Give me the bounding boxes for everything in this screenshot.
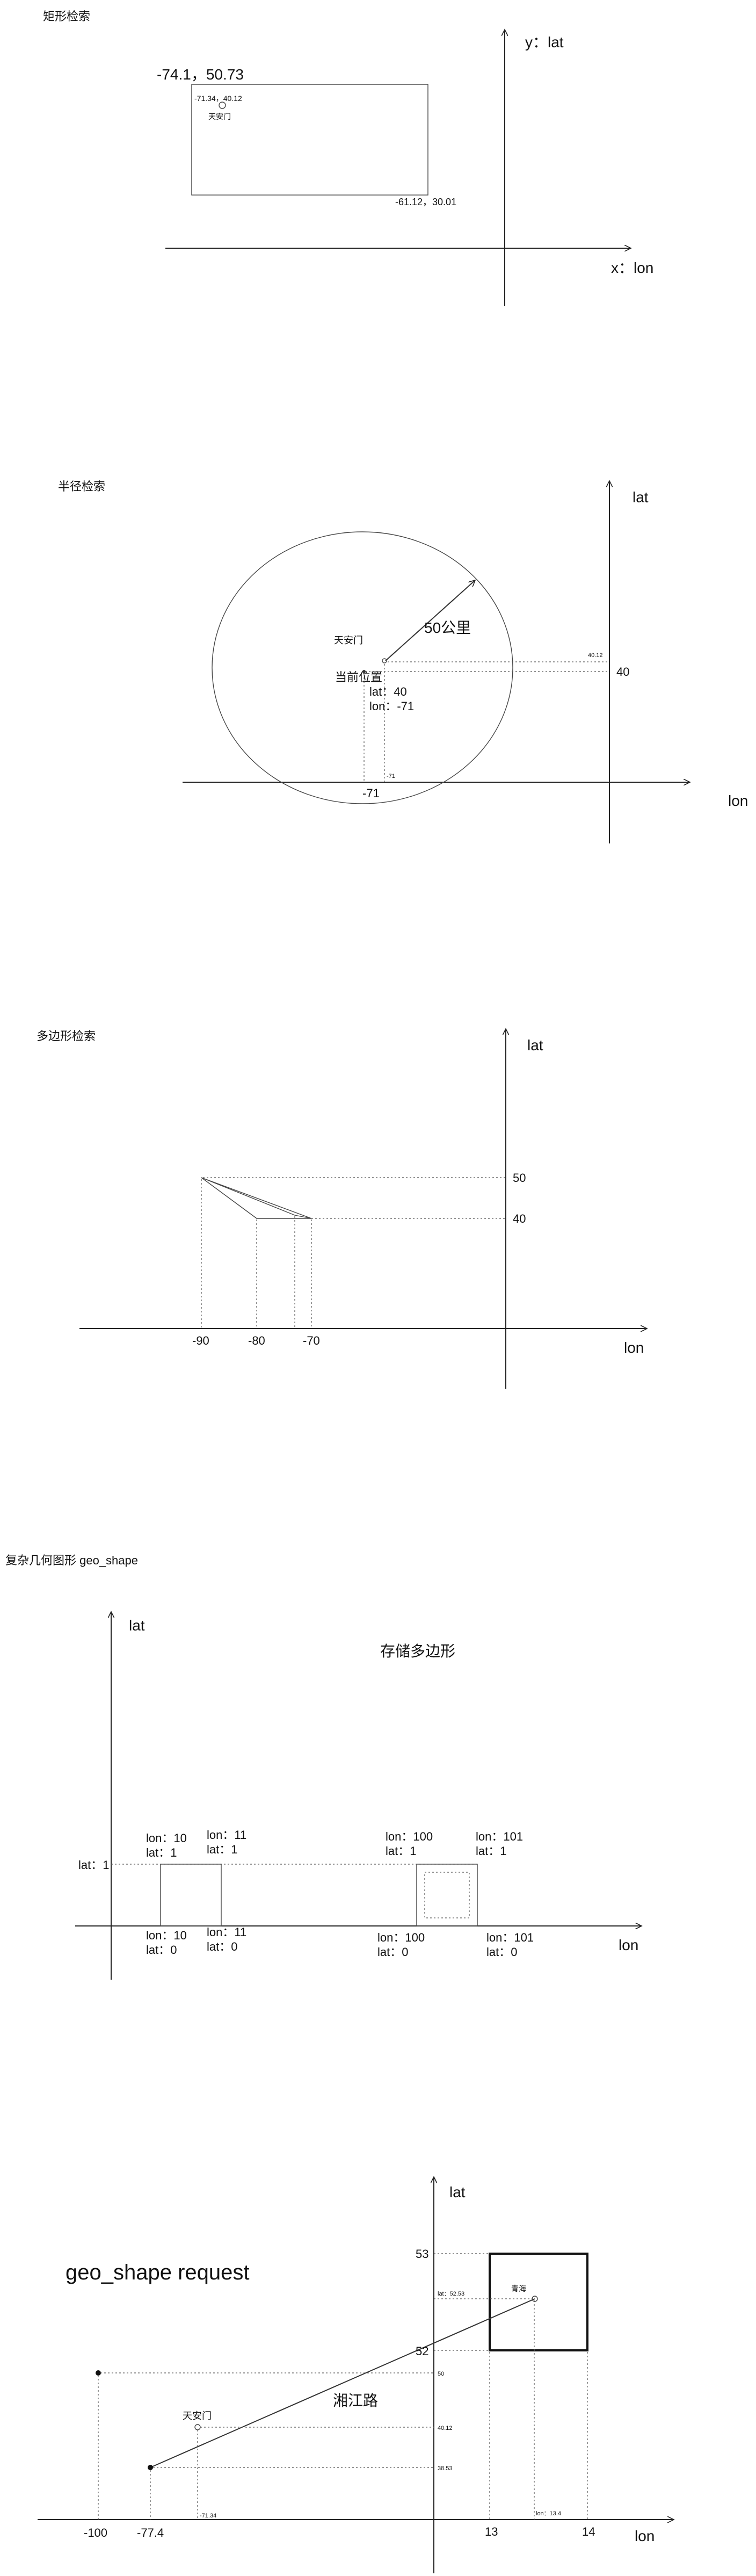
request-lat-small-label: lat：52.53 (438, 2291, 464, 2297)
request-lon-small-13-4: lon：13.4 (536, 2510, 561, 2517)
request-envelope-box (489, 2253, 588, 2351)
polygon-lat-tick-40: 40 (513, 1212, 526, 1225)
radius-search-section: 半径检索 lat lon 50公里 天安门 当前位置 lat：40 lon：-7… (58, 480, 748, 843)
polygon-lon-tick-70: -70 (303, 1334, 320, 1347)
request-lon-tick-77-4: -77.4 (137, 2526, 164, 2539)
request-lon-tick-13: 13 (485, 2525, 498, 2538)
polygon-lat-tick-50: 50 (513, 1171, 526, 1185)
radius-landmark-label: 天安门 (334, 635, 363, 646)
geoshape-square-left (160, 1864, 222, 1926)
geoshape-b-lat: lat：1 (207, 1843, 237, 1856)
rect-point-marker (219, 102, 226, 109)
request-lon-tick-100: -100 (84, 2526, 107, 2539)
radius-y-axis-label: lat (633, 489, 649, 506)
geoshape-lat-tick: lat：1 (78, 1858, 109, 1872)
radius-center-lat: lat：40 (369, 685, 407, 698)
request-lat-tick-53: 53 (416, 2247, 428, 2261)
polygon-lon-tick-90: -90 (192, 1334, 209, 1347)
polygon-search-section: 多边形检索 lat lon 50 40 -90 -80 -70 (37, 1029, 647, 1389)
geoshape-d-lat: lat：0 (207, 1940, 237, 1953)
geoshape-a-lat: lat：1 (146, 1846, 177, 1859)
polygon-y-axis-label: lat (527, 1037, 543, 1054)
geoshape-section: 复杂几何图形 geo_shape lat lon 存储多边形 lat：1 lon… (5, 1554, 642, 1980)
geoshape-x-axis-label: lon (619, 1937, 638, 1953)
radius-circle (212, 531, 513, 804)
request-lat-tick-52: 52 (416, 2344, 428, 2358)
radius-arrow (385, 580, 475, 661)
geoshape-caption: 存储多边形 (380, 1643, 455, 1659)
radius-lat-small-label: 40.12 (588, 652, 603, 659)
geoshape-g-lon: lon：100 (377, 1931, 425, 1944)
geoshape-h-lat: lat：0 (486, 1945, 517, 1959)
geoshape-e-lon: lon：100 (386, 1830, 433, 1843)
rect-point-coord: -71.34，40.12 (194, 94, 242, 103)
request-point-left (96, 2370, 101, 2376)
geoshape-y-axis-label: lat (129, 1617, 145, 1634)
request-place-label: 青海 (511, 2284, 526, 2293)
polygon-search-title: 多边形检索 (37, 1029, 96, 1043)
request-section: lat lon geo_shape request 湘江路 青海 天安门 53 … (38, 2177, 674, 2573)
request-lat-tick-50: 50 (438, 2371, 444, 2377)
request-y-axis-label: lat (449, 2184, 466, 2200)
radius-lon-small-label: -71 (387, 773, 395, 780)
radius-lon-tick: -71 (362, 786, 380, 800)
rect-search-section: 矩形检索 y：lat x：lon -74.1，50.73 -61.12，30.0… (43, 10, 653, 306)
geoshape-f-lon: lon：101 (476, 1830, 523, 1843)
geoshape-square-right-inner (424, 1872, 470, 1918)
radius-search-title: 半径检索 (58, 480, 105, 493)
geoshape-square-right (416, 1864, 478, 1926)
geoshape-c-lat: lat：0 (146, 1943, 177, 1957)
radius-lat-tick: 40 (616, 665, 629, 679)
geoshape-e-lat: lat：1 (386, 1844, 416, 1858)
rect-bounding-box (191, 84, 428, 196)
geoshape-h-lon: lon：101 (486, 1931, 534, 1944)
geoshape-g-lat: lat：0 (377, 1945, 408, 1959)
request-landmark-marker (194, 2424, 201, 2430)
request-lon-tick-14: 14 (582, 2525, 595, 2538)
request-road-label: 湘江路 (333, 2392, 378, 2409)
radius-x-axis-label: lon (728, 792, 748, 809)
radius-center-label: 当前位置 (335, 670, 382, 684)
rect-bottom-right-label: -61.12，30.01 (395, 197, 456, 207)
rect-y-axis-label: y：lat (525, 34, 564, 50)
request-road-line (150, 2298, 535, 2468)
rect-top-left-label: -74.1，50.73 (157, 66, 244, 83)
request-road-start (148, 2465, 153, 2470)
geoshape-c-lon: lon：10 (146, 1929, 187, 1942)
request-lat-tick-40-12: 40.12 (438, 2425, 453, 2431)
rect-search-title: 矩形检索 (43, 10, 90, 23)
radius-label: 50公里 (424, 619, 471, 636)
geoshape-b-lon: lon：11 (207, 1828, 246, 1842)
radius-center-lon: lon：-71 (369, 699, 414, 713)
request-title: geo_shape request (66, 2261, 250, 2284)
geoshape-title: 复杂几何图形 geo_shape (5, 1554, 138, 1567)
request-lat-tick-38-53: 38.53 (438, 2465, 453, 2472)
geoshape-f-lat: lat：1 (476, 1844, 506, 1858)
polygon-lon-tick-80: -80 (248, 1334, 265, 1347)
rect-point-label: 天安门 (208, 112, 231, 121)
geoshape-d-lon: lon：11 (207, 1925, 246, 1939)
request-x-axis-label: lon (635, 2528, 655, 2544)
polygon-x-axis-label: lon (624, 1339, 644, 1356)
request-landmark-label: 天安门 (183, 2411, 212, 2421)
request-lon-small-71-34: -71.34 (200, 2513, 216, 2519)
polygon-diagonal (201, 1177, 312, 1219)
request-place-marker (532, 2296, 538, 2302)
radius-landmark-marker (382, 658, 387, 663)
geoshape-a-lon: lon：10 (146, 1831, 187, 1845)
radius-center-point (362, 670, 366, 673)
rect-x-axis-label: x：lon (611, 259, 653, 276)
